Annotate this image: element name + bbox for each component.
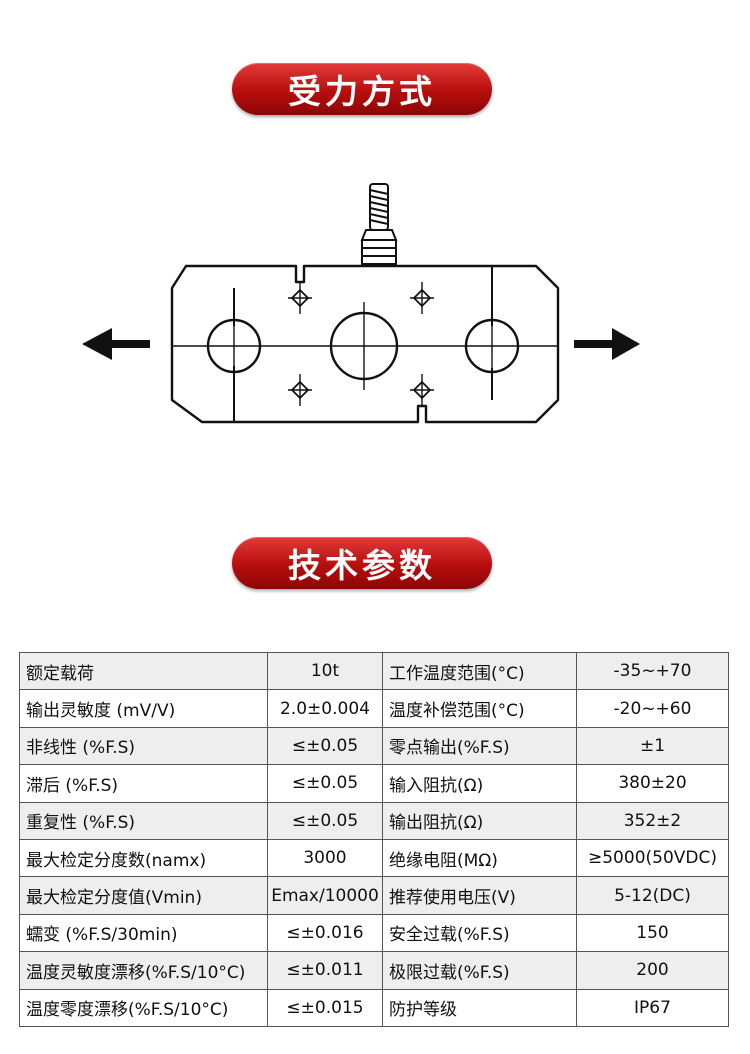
spec-label: 极限过载(%F.S) (382, 951, 577, 990)
spec-value: ≤±0.05 (267, 726, 383, 766)
spec-label: 额定载荷 (19, 651, 268, 691)
spec-value: Emax/10000 (267, 876, 383, 915)
spec-label: 输出灵敏度 (mV/V) (19, 689, 268, 728)
spec-value: 380±20 (576, 764, 729, 803)
cable-icon (360, 183, 398, 265)
spec-value: IP67 (576, 988, 729, 1027)
spec-value: 150 (576, 913, 729, 953)
technical-parameters-banner: 技术参数 (232, 537, 492, 589)
spec-label: 安全过载(%F.S) (382, 913, 577, 953)
spec-label: 温度灵敏度漂移(%F.S/10°C) (19, 951, 268, 990)
spec-value: 10t (267, 651, 383, 691)
spec-value: 2.0±0.004 (267, 689, 383, 728)
spec-label: 推荐使用电压(V) (382, 876, 577, 915)
spec-value: ≤±0.016 (267, 913, 383, 953)
force-mode-banner: 受力方式 (232, 63, 492, 115)
left-arrow-icon (82, 328, 150, 360)
spec-value: 200 (576, 951, 729, 990)
spec-label: 最大检定分度数(namx) (19, 838, 268, 878)
spec-value: 352±2 (576, 801, 729, 840)
load-cell-body (170, 264, 560, 424)
spec-label: 重复性 (%F.S) (19, 801, 268, 840)
spec-label: 滞后 (%F.S) (19, 764, 268, 803)
spec-label: 最大检定分度值(Vmin) (19, 876, 268, 915)
right-arrow-icon (574, 328, 640, 360)
spec-value: -20~+60 (576, 689, 729, 728)
spec-label: 防护等级 (382, 988, 577, 1027)
spec-value: 3000 (267, 838, 383, 878)
spec-label: 绝缘电阻(MΩ) (382, 838, 577, 878)
spec-value: ≤±0.011 (267, 951, 383, 990)
spec-value: ≥5000(50VDC) (576, 838, 729, 878)
spec-label: 工作温度范围(°C) (382, 651, 577, 691)
spec-value: -35~+70 (576, 651, 729, 691)
spec-label: 输出阻抗(Ω) (382, 801, 577, 840)
spec-label: 非线性 (%F.S) (19, 726, 268, 766)
spec-value: 5-12(DC) (576, 876, 729, 915)
spec-label: 蠕变 (%F.S/30min) (19, 913, 268, 953)
spec-label: 温度补偿范围(°C) (382, 689, 577, 728)
spec-value: ≤±0.015 (267, 988, 383, 1027)
spec-value: ≤±0.05 (267, 801, 383, 840)
spec-value: ≤±0.05 (267, 764, 383, 803)
spec-label: 零点输出(%F.S) (382, 726, 577, 766)
load-cell-force-diagram (82, 183, 640, 424)
spec-label: 输入阻抗(Ω) (382, 764, 577, 803)
spec-label: 温度零度漂移(%F.S/10°C) (19, 988, 268, 1027)
spec-value: ±1 (576, 726, 729, 766)
